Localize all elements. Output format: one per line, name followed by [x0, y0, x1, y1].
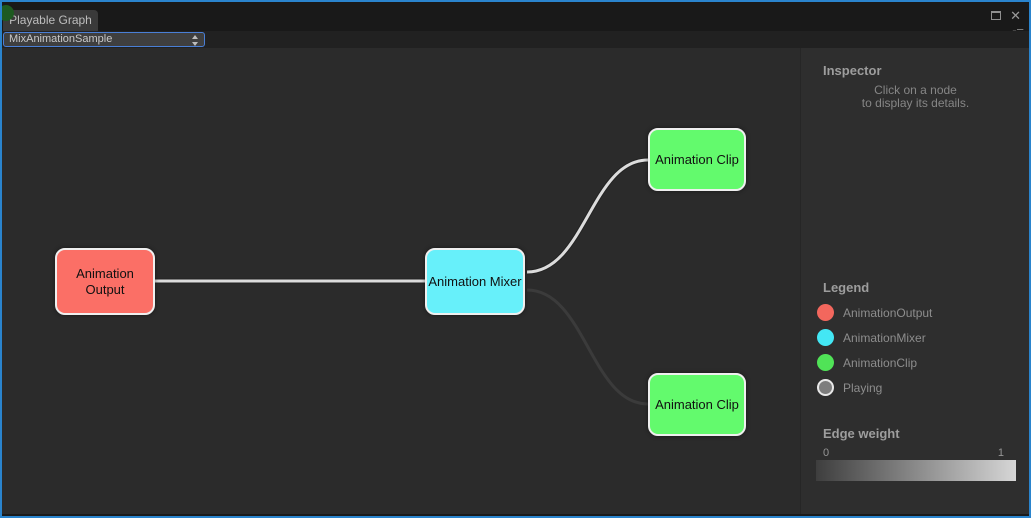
node-label: Animation Mixer [428, 273, 522, 289]
legend-title: Legend [823, 280, 870, 295]
node-animation-mixer[interactable]: Animation Mixer [425, 248, 525, 315]
legend-item-playing: Playing [817, 379, 882, 396]
legend-item-animation-output: AnimationOutput [817, 304, 932, 321]
close-icon[interactable]: ✕ [1010, 8, 1021, 23]
legend-label: AnimationOutput [843, 305, 933, 320]
inspector-sidebar: Inspector Click on a node to display its… [800, 48, 1029, 514]
node-animation-output[interactable]: Animation Output [55, 248, 155, 315]
edge-mixer-clip2 [526, 288, 649, 406]
edge-weight-max-label: 1 [997, 447, 1004, 459]
graph-selector-value: MixAnimationSample [9, 33, 113, 45]
node-animation-clip-top[interactable]: Animation Clip [648, 128, 746, 191]
edge-layer [155, 157, 649, 406]
node-animation-clip-bottom[interactable]: Animation Clip [648, 373, 746, 436]
graph-canvas[interactable]: Animation Output Animation Mixer Animati… [2, 48, 800, 514]
green-circle-icon [817, 354, 834, 371]
edge-weight-gradient-bar [816, 460, 1016, 481]
node-label: Animation Output [76, 265, 134, 297]
inspector-title: Inspector [823, 63, 882, 78]
edge-weight-title: Edge weight [823, 426, 900, 441]
popup-arrows-icon [192, 35, 199, 46]
node-label: Animation Clip [655, 396, 739, 412]
playing-ring-icon [817, 379, 834, 396]
legend-label: AnimationMixer [843, 330, 926, 345]
title-bar: Playable Graph ✕ ▼≡ [2, 2, 1029, 39]
inspector-hint-line2: to display its details. [861, 96, 970, 110]
edge-mixer-clip1 [526, 158, 649, 274]
maximize-icon[interactable] [991, 11, 1002, 20]
node-label: Animation Clip [655, 151, 739, 167]
legend-label: Playing [843, 380, 883, 395]
legend-item-animation-mixer: AnimationMixer [817, 329, 926, 346]
inspector-hint-line1: Click on a node [874, 83, 957, 97]
edge-weight-min-label: 0 [823, 447, 830, 459]
graph-selector-dropdown[interactable]: MixAnimationSample [3, 32, 205, 47]
legend-label: AnimationClip [843, 355, 918, 370]
legend-item-animation-clip: AnimationClip [817, 354, 917, 371]
unity-green-dot-icon [2, 5, 14, 21]
graph-toolbar: MixAnimationSample [2, 31, 1029, 48]
cyan-circle-icon [817, 329, 834, 346]
red-circle-icon [817, 304, 834, 321]
inspector-hint: Click on a node to display its details. [801, 83, 1029, 110]
tab-playable-graph[interactable]: Playable Graph [3, 10, 98, 31]
